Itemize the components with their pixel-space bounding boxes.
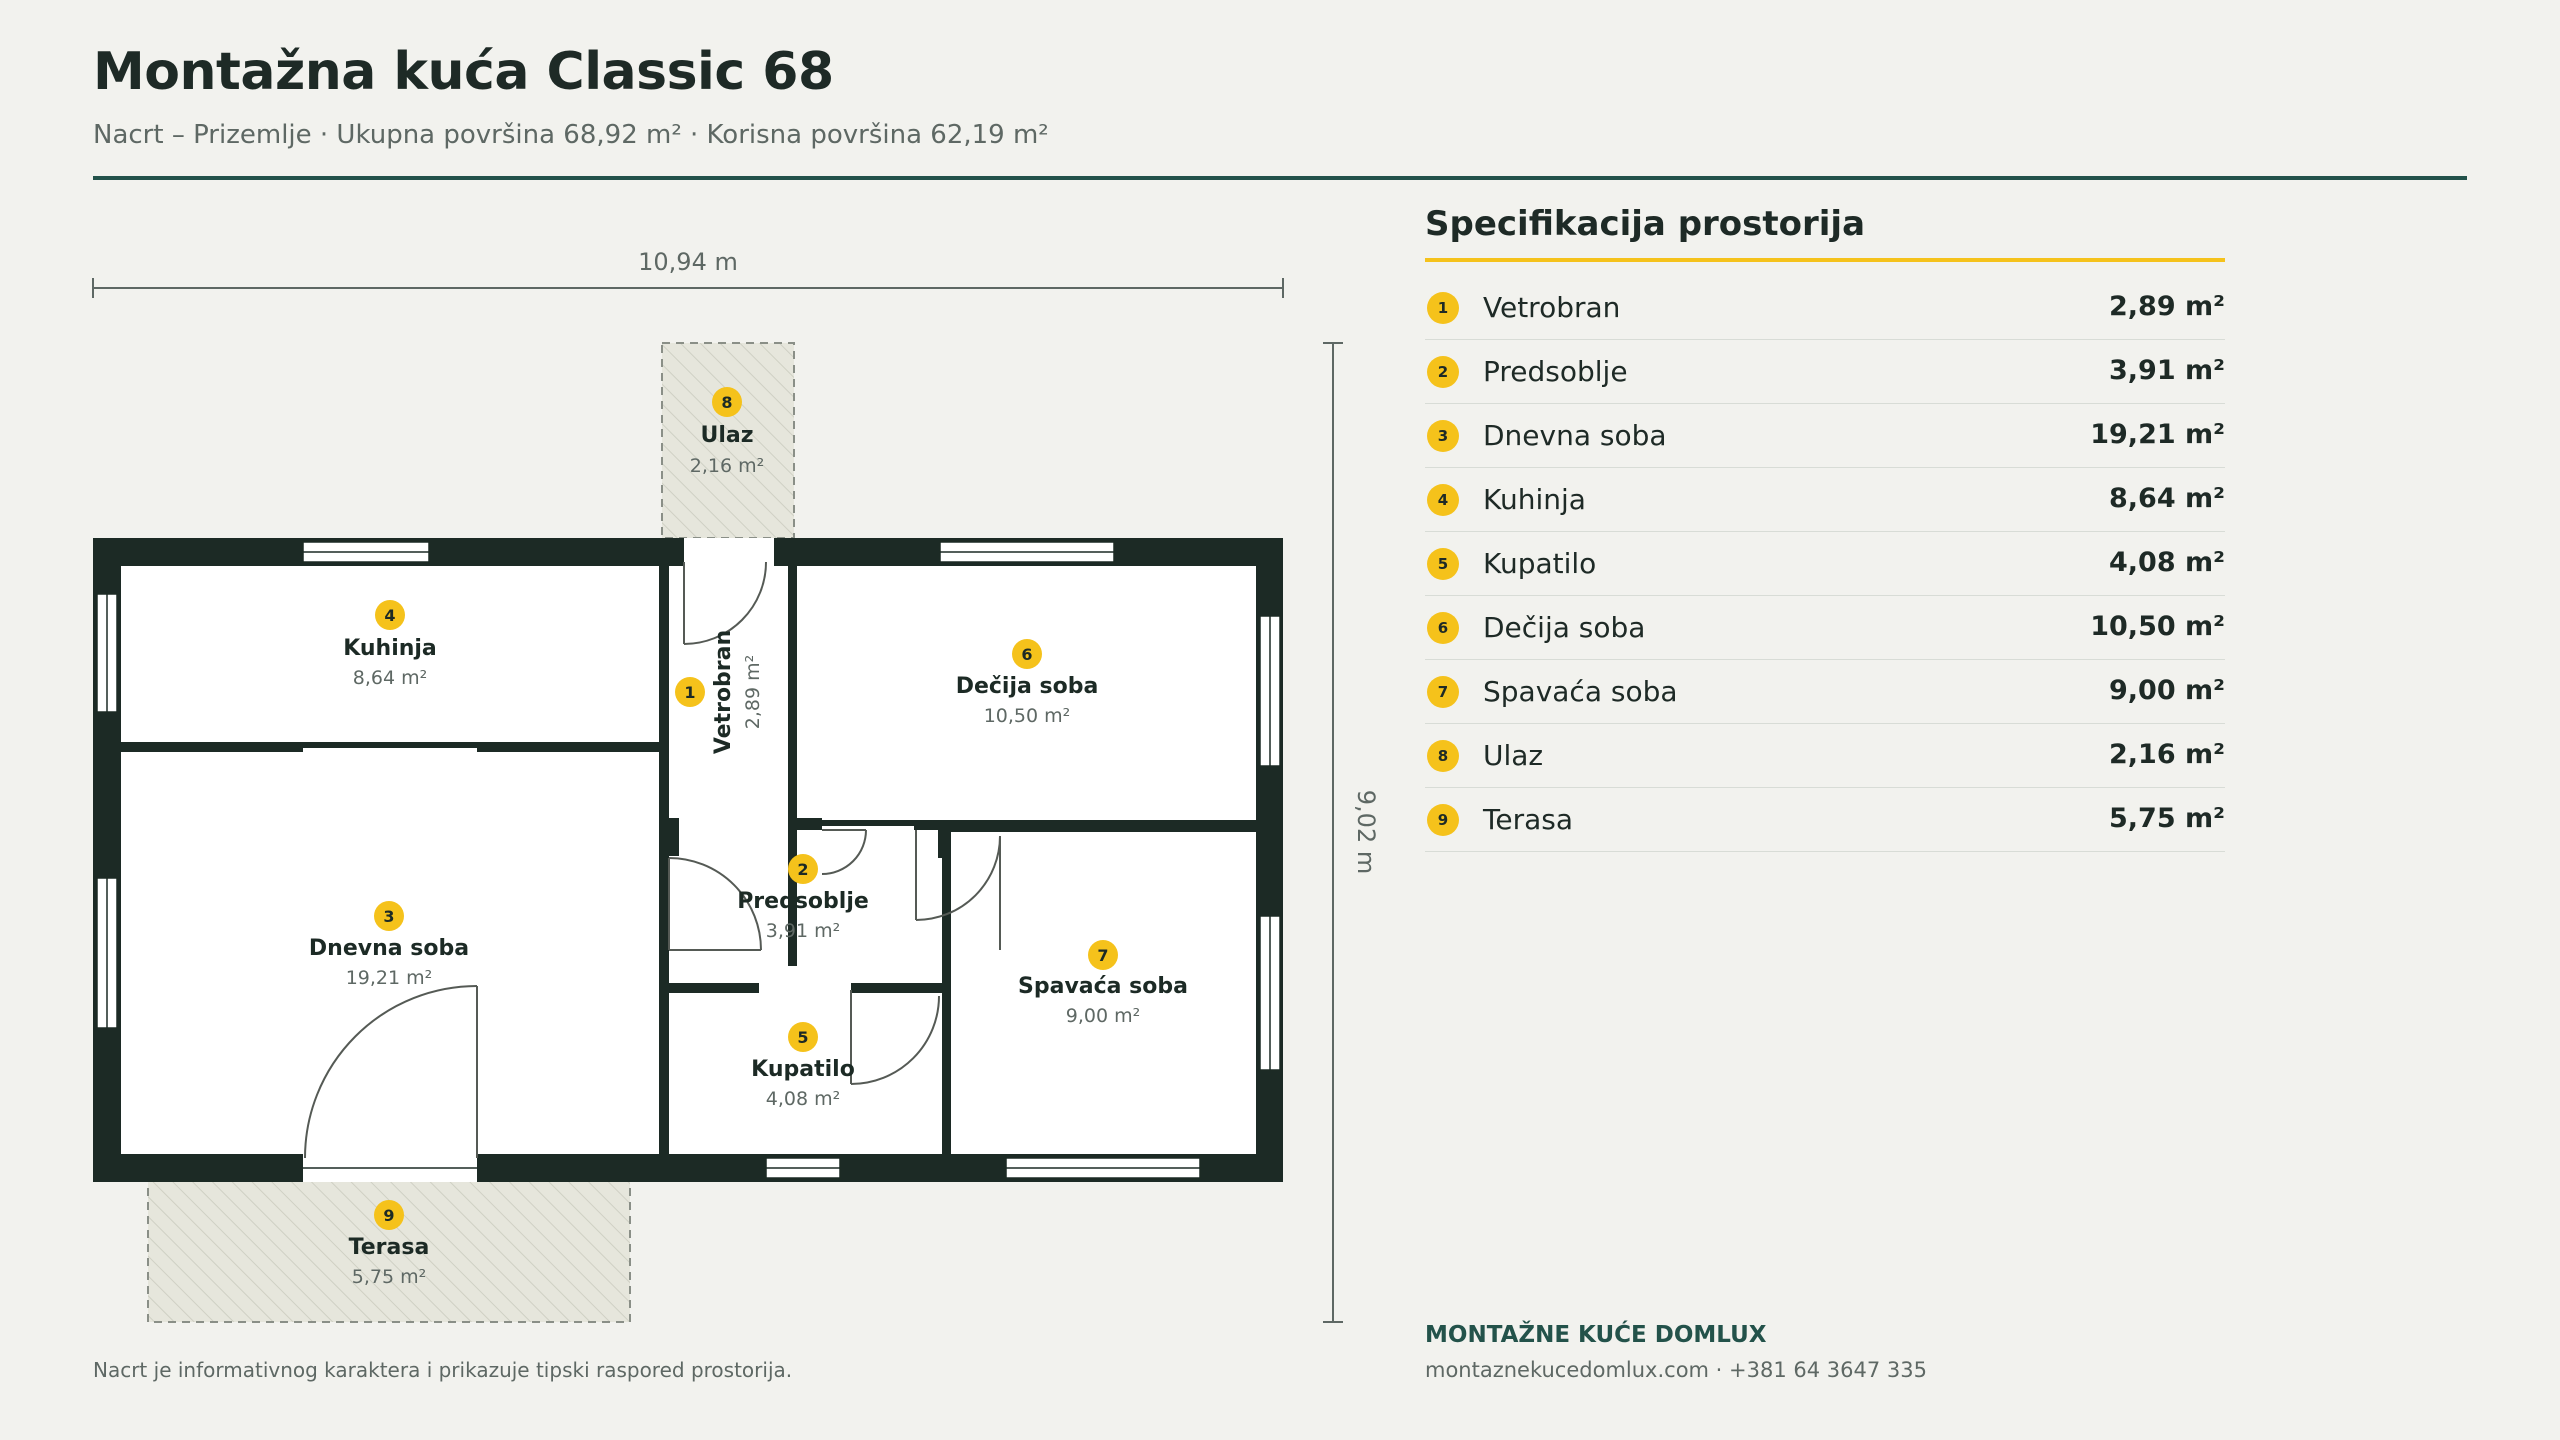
room-label-decija-soba: 6 Dečija soba 10,50 m²: [956, 639, 1099, 727]
svg-text:1: 1: [684, 683, 695, 702]
spec-row: 7 Spavaća soba 9,00 m²: [1425, 660, 2225, 724]
specification-divider: [1425, 258, 2225, 262]
svg-text:9,00 m²: 9,00 m²: [1066, 1005, 1140, 1027]
entrance-porch: [661, 342, 795, 539]
spec-row: 4 Kuhinja 8,64 m²: [1425, 468, 2225, 532]
svg-text:19,21 m²: 19,21 m²: [346, 967, 433, 989]
spec-row-name: Predsoblje: [1483, 355, 1628, 388]
svg-text:6: 6: [1021, 645, 1032, 664]
spec-row-number: 2: [1427, 356, 1459, 388]
spec-row-number: 3: [1427, 420, 1459, 452]
entrance-opening: [684, 538, 774, 566]
company-name: MONTAŽNE KUĆE DOMLUX: [1425, 1322, 1767, 1348]
floor-plan: 10,94 m 9,02 m: [92, 248, 1380, 1323]
spec-row: 8 Ulaz 2,16 m²: [1425, 724, 2225, 788]
spec-row-area: 2,89 m²: [2109, 291, 2225, 322]
svg-text:8: 8: [721, 393, 732, 412]
spec-row: 5 Kupatilo 4,08 m²: [1425, 532, 2225, 596]
spec-row-number: 9: [1427, 804, 1459, 836]
svg-text:Ulaz: Ulaz: [700, 423, 753, 448]
spec-row-area: 19,21 m²: [2090, 419, 2225, 450]
spec-row-name: Kuhinja: [1483, 483, 1586, 516]
svg-text:3,91 m²: 3,91 m²: [766, 920, 840, 942]
room-label-kupatilo: 5 Kupatilo 4,08 m²: [751, 1022, 855, 1110]
spec-row-area: 4,08 m²: [2109, 547, 2225, 578]
spec-row-number: 7: [1427, 676, 1459, 708]
svg-text:Dnevna soba: Dnevna soba: [309, 936, 469, 961]
spec-row-area: 3,91 m²: [2109, 355, 2225, 386]
svg-text:2: 2: [797, 860, 808, 879]
svg-text:4: 4: [384, 606, 395, 625]
spec-row: 2 Predsoblje 3,91 m²: [1425, 340, 2225, 404]
room-label-kuhinja: 4 Kuhinja 8,64 m²: [343, 600, 437, 689]
width-dimension-label: 10,94 m: [638, 248, 738, 276]
doors: [304, 561, 1001, 1159]
svg-text:2,16 m²: 2,16 m²: [690, 455, 764, 477]
footnote: Nacrt je informativnog karaktera i prika…: [93, 1358, 793, 1382]
page-subtitle: Nacrt – Prizemlje · Ukupna površina 68,9…: [93, 120, 1049, 150]
spec-row-number: 4: [1427, 484, 1459, 516]
spec-row-name: Dnevna soba: [1483, 419, 1667, 452]
svg-text:10,50 m²: 10,50 m²: [984, 705, 1071, 727]
spec-row-area: 5,75 m²: [2109, 803, 2225, 834]
spec-row-name: Ulaz: [1483, 739, 1544, 772]
room-label-spavaca-soba: 7 Spavaća soba 9,00 m²: [1018, 940, 1188, 1027]
svg-text:5: 5: [797, 1028, 808, 1047]
svg-text:Kupatilo: Kupatilo: [751, 1057, 855, 1082]
company-contact: montaznekucedomlux.com · +381 64 3647 33…: [1425, 1358, 1927, 1382]
svg-text:7: 7: [1097, 946, 1108, 965]
header-divider: [93, 176, 2467, 180]
width-dimension: [92, 278, 1284, 298]
spec-row-name: Spavaća soba: [1483, 675, 1678, 708]
svg-text:5,75 m²: 5,75 m²: [352, 1266, 426, 1288]
svg-text:Kuhinja: Kuhinja: [343, 636, 437, 661]
spec-row-number: 6: [1427, 612, 1459, 644]
svg-text:Vetrobran: Vetrobran: [711, 630, 736, 754]
page-title: Montažna kuća Classic 68: [93, 42, 834, 102]
spec-row: 6 Dečija soba 10,50 m²: [1425, 596, 2225, 660]
windows: [96, 541, 1281, 1179]
specification-title: Specifikacija prostorija: [1425, 204, 1866, 244]
spec-row-area: 8,64 m²: [2109, 483, 2225, 514]
spec-row-area: 2,16 m²: [2109, 739, 2225, 770]
spec-row-name: Vetrobran: [1483, 291, 1621, 324]
spec-row: 9 Terasa 5,75 m²: [1425, 788, 2225, 852]
building-walls: [93, 538, 1283, 1182]
spec-row: 3 Dnevna soba 19,21 m²: [1425, 404, 2225, 468]
svg-text:3: 3: [383, 907, 394, 926]
spec-row-area: 10,50 m²: [2090, 611, 2225, 642]
svg-text:Dečija soba: Dečija soba: [956, 674, 1099, 699]
room-label-ulaz: 8 Ulaz 2,16 m²: [690, 387, 764, 477]
svg-text:4,08 m²: 4,08 m²: [766, 1088, 840, 1110]
spec-row-number: 1: [1427, 292, 1459, 324]
spec-row: 1 Vetrobran 2,89 m²: [1425, 276, 2225, 340]
spec-row-area: 9,00 m²: [2109, 675, 2225, 706]
svg-text:Predsoblje: Predsoblje: [737, 889, 869, 914]
spec-row-name: Terasa: [1483, 803, 1573, 836]
svg-text:Spavaća soba: Spavaća soba: [1018, 974, 1188, 999]
height-dimension: [1323, 342, 1343, 1323]
spec-row-name: Dečija soba: [1483, 611, 1646, 644]
svg-text:Terasa: Terasa: [349, 1235, 430, 1260]
room-label-vetrobran: 1 Vetrobran 2,89 m²: [675, 630, 764, 754]
room-label-predsoblje: 2 Predsoblje 3,91 m²: [737, 854, 869, 942]
svg-text:9: 9: [383, 1206, 394, 1225]
spec-row-number: 8: [1427, 740, 1459, 772]
room-label-dnevna-soba: 3 Dnevna soba 19,21 m²: [309, 901, 469, 989]
spec-row-number: 5: [1427, 548, 1459, 580]
height-dimension-label: 9,02 m: [1352, 790, 1380, 874]
svg-text:8,64 m²: 8,64 m²: [353, 667, 427, 689]
svg-text:2,89 m²: 2,89 m²: [742, 655, 764, 729]
spec-row-name: Kupatilo: [1483, 547, 1597, 580]
specification-list: 1 Vetrobran 2,89 m² 2 Predsoblje 3,91 m²…: [1425, 276, 2225, 852]
room-label-terasa: 9 Terasa 5,75 m²: [349, 1200, 430, 1288]
